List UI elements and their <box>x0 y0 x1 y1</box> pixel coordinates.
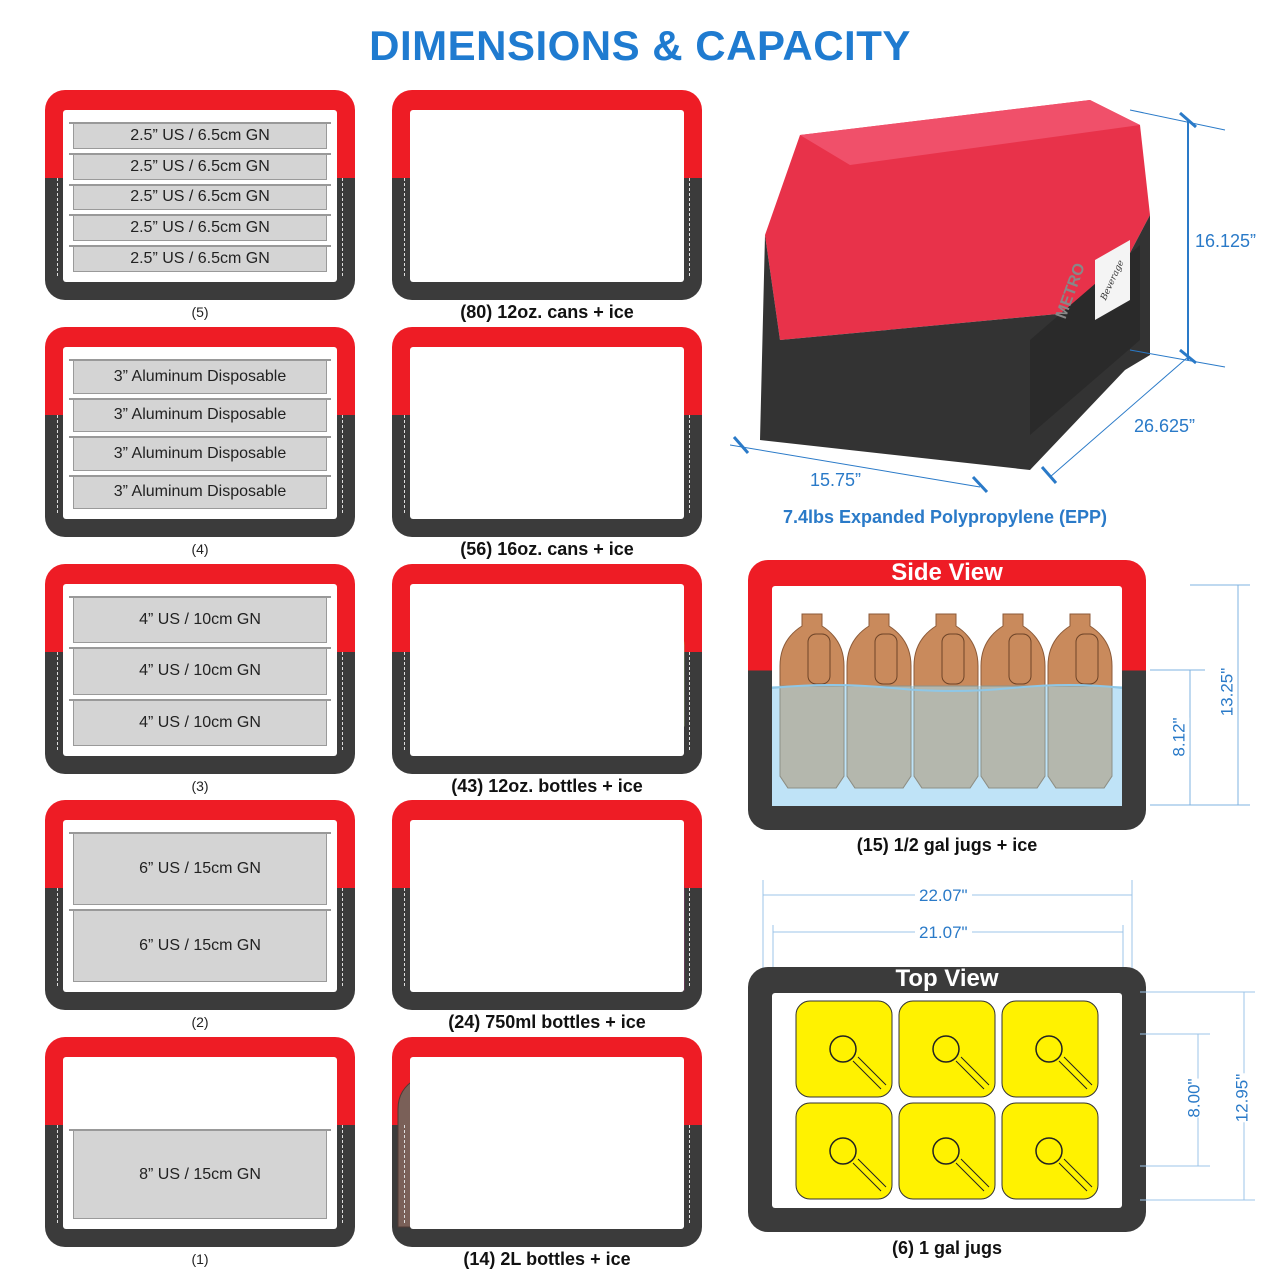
water-line <box>772 684 1122 692</box>
jug-cap <box>829 1137 857 1165</box>
beverage-capacity-label: (14) 2L bottles + ice <box>463 1249 631 1269</box>
jug-handle <box>1075 633 1099 685</box>
pan: 3” Aluminum Disposable <box>69 359 331 394</box>
beverage-config-bottles2l <box>392 1037 702 1247</box>
top-outer-depth: 12.95" <box>1232 1073 1253 1123</box>
beverage-capacity-label: (56) 16oz. cans + ice <box>460 539 634 559</box>
jug-handle <box>1058 1056 1093 1090</box>
jug-handle <box>955 1158 990 1192</box>
jug-handle <box>807 633 831 685</box>
pan: 2.5” US / 6.5cm GN <box>69 183 331 211</box>
top-view-caption: (6) 1 gal jugs <box>891 1238 1003 1258</box>
side-view-frame: Side View <box>748 559 1146 830</box>
jug-cap <box>829 1035 857 1063</box>
jug-cap <box>932 1035 960 1063</box>
beverage-capacity-label: (24) 750ml bottles + ice <box>448 1012 646 1032</box>
width-dimension: 15.75” <box>810 470 862 490</box>
pan-count-label: (4) <box>191 541 209 557</box>
jug-cap <box>932 1137 960 1165</box>
cooler-lid-top <box>800 100 1140 165</box>
top-inner-width: 21.07" <box>915 923 972 943</box>
jug-handle <box>1008 633 1032 685</box>
jug-cap <box>1035 1035 1063 1063</box>
jug-submerged <box>846 685 912 789</box>
beverage-capacity-label: (80) 12oz. cans + ice <box>460 302 634 322</box>
side-inner-height: 8.12" <box>1169 717 1190 757</box>
beverage-config-cans16 <box>392 327 702 537</box>
gallon-jug <box>898 1000 996 1098</box>
pan: 2.5” US / 6.5cm GN <box>69 152 331 180</box>
cooler-product-image: METRO Beverage <box>730 100 1226 494</box>
pan-count-label: (3) <box>191 778 209 794</box>
pan-count-label: (5) <box>191 304 209 320</box>
pan: 2.5” US / 6.5cm GN <box>69 245 331 272</box>
top-view-title: Top View <box>895 965 999 992</box>
top-inner-depth: 8.00" <box>1184 1078 1205 1118</box>
gallon-jug <box>1001 1000 1099 1098</box>
pan: 4” US / 10cm GN <box>69 647 331 695</box>
beverage-config-bottles12 <box>392 564 702 774</box>
side-view-dimension-lines <box>1150 584 1250 806</box>
pan: 6” US / 15cm GN <box>69 832 331 905</box>
jug-submerged <box>913 685 979 789</box>
jug-handle <box>941 633 965 685</box>
jug-submerged <box>1047 685 1113 789</box>
gallon-jug <box>898 1102 996 1200</box>
side-view-title: Side View <box>891 559 1003 586</box>
pan-count-label: (1) <box>191 1251 209 1267</box>
gallon-jug <box>795 1102 893 1200</box>
pan: 3” Aluminum Disposable <box>69 436 331 471</box>
beverage-capacity-label: (43) 12oz. bottles + ice <box>451 776 643 796</box>
half-gallon-jugs <box>772 613 1122 806</box>
pan-config-1: 8” US / 15cm GN <box>45 1037 355 1247</box>
page-title: DIMENSIONS & CAPACITY <box>369 22 911 69</box>
jug-cap <box>1035 1137 1063 1165</box>
jug-handle <box>955 1056 990 1090</box>
side-outer-height: 13.25" <box>1217 667 1238 717</box>
gallon-jug <box>795 1000 893 1098</box>
top-view-frame: Top View <box>748 965 1146 1232</box>
label-card <box>1095 240 1130 320</box>
jug-submerged <box>779 685 845 789</box>
gallon-jug <box>1001 1102 1099 1200</box>
depth-dimension: 26.625” <box>1134 416 1196 436</box>
jug-handle <box>852 1158 887 1192</box>
jug-handle <box>1058 1158 1093 1192</box>
pan: 8” US / 15cm GN <box>69 1129 331 1219</box>
pan: 4” US / 10cm GN <box>69 698 331 746</box>
beverage-config-cans12 <box>392 90 702 300</box>
material-label: 7.4lbs Expanded Polypropylene (EPP) <box>782 507 1108 527</box>
pan: 3” Aluminum Disposable <box>69 397 331 432</box>
jug-handle <box>874 633 898 685</box>
gallon-jugs <box>795 1000 1099 1200</box>
beverage-config-bottles750 <box>392 800 702 1010</box>
side-view-caption: (15) 1/2 gal jugs + ice <box>856 835 1038 855</box>
height-dimension: 16.125” <box>1195 231 1257 251</box>
pan: 2.5” US / 6.5cm GN <box>69 214 331 242</box>
pan: 2.5” US / 6.5cm GN <box>69 122 331 149</box>
jug-submerged <box>980 685 1046 789</box>
top-outer-width: 22.07" <box>915 886 972 906</box>
pan-config-5: 2.5” US / 6.5cm GN 2.5” US / 6.5cm GN 2.5”… <box>45 90 355 300</box>
jug-handle <box>852 1056 887 1090</box>
pan: 4” US / 10cm GN <box>69 596 331 644</box>
pan: 6” US / 15cm GN <box>69 909 331 982</box>
pan-count-label: (2) <box>191 1014 209 1030</box>
pan: 3” Aluminum Disposable <box>69 474 331 509</box>
